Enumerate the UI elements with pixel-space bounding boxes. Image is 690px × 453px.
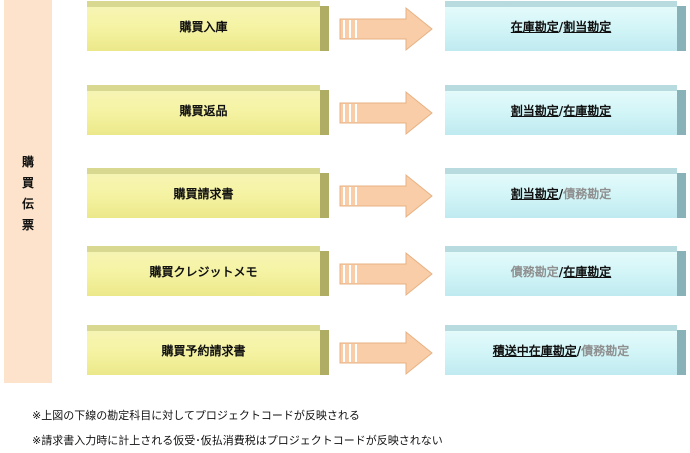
flow-row: 購買クレジットメモ 債務勘定/在庫勘定 [0, 246, 690, 308]
account-name: 在庫勘定 [510, 19, 559, 34]
flow-row: 購買請求書 割当勘定/債務勘定 [0, 168, 690, 230]
right-arrow-icon [339, 6, 433, 52]
document-type-label: 購買返品 [179, 103, 228, 118]
account-name: 在庫勘定 [563, 264, 612, 279]
side-label: 購 買 伝 票 [4, 152, 52, 236]
flow-row: 購買返品 割当勘定/在庫勘定 [0, 85, 690, 147]
side-label-char: 購 [21, 155, 34, 169]
account-pair-label: 債務勘定/在庫勘定 [511, 263, 611, 280]
right-arrow-icon [339, 173, 433, 219]
note-underline: ※上図の下線の勘定科目に対してプロジェクトコードが反映される [32, 409, 360, 422]
side-label-char: 伝 [21, 197, 34, 211]
account-pair-label: 積送中在庫勘定/債務勘定 [493, 342, 629, 359]
document-type-box: 購買クレジットメモ [87, 246, 320, 296]
account-pair-label: 割当勘定/債務勘定 [511, 185, 611, 202]
account-pair-box: 在庫勘定/割当勘定 [445, 1, 677, 51]
account-name: 割当勘定 [510, 186, 559, 201]
side-label-char: 票 [21, 218, 34, 232]
account-pair-box: 積送中在庫勘定/債務勘定 [445, 325, 677, 375]
account-pair-label: 在庫勘定/割当勘定 [511, 18, 611, 35]
account-pair-box: 割当勘定/債務勘定 [445, 168, 677, 218]
document-type-box: 購買入庫 [87, 1, 320, 51]
account-pair-box: 割当勘定/在庫勘定 [445, 85, 677, 135]
document-type-label: 購買クレジットメモ [149, 264, 258, 279]
document-type-label: 購買請求書 [173, 186, 234, 201]
separator: / [558, 19, 564, 34]
account-name: 積送中在庫勘定 [492, 343, 577, 358]
document-type-box: 購買予約請求書 [87, 325, 320, 375]
document-type-label: 購買入庫 [179, 19, 228, 34]
right-arrow-icon [339, 90, 433, 136]
account-pair-label: 割当勘定/在庫勘定 [511, 102, 611, 119]
document-type-label: 購買予約請求書 [161, 343, 246, 358]
side-label-char: 買 [21, 176, 34, 190]
document-type-box: 購買請求書 [87, 168, 320, 218]
note-tax: ※請求書入力時に計上される仮受･仮払消費税はプロジェクトコードが反映されない [32, 434, 443, 447]
account-pair-box: 債務勘定/在庫勘定 [445, 246, 677, 296]
flow-row: 購買入庫 在庫勘定/割当勘定 [0, 1, 690, 63]
account-name: 債務勘定 [563, 186, 612, 201]
right-arrow-icon [339, 330, 433, 376]
account-name: 在庫勘定 [563, 103, 612, 118]
separator: / [558, 103, 564, 118]
document-type-box: 購買返品 [87, 85, 320, 135]
side-panel: 購 買 伝 票 [4, 0, 52, 383]
account-name: 債務勘定 [581, 343, 630, 358]
separator: / [558, 264, 564, 279]
separator: / [576, 343, 582, 358]
flow-row: 購買予約請求書 積送中在庫勘定/債務勘定 [0, 325, 690, 387]
separator: / [558, 186, 564, 201]
account-name: 債務勘定 [510, 264, 559, 279]
account-name: 割当勘定 [563, 19, 612, 34]
account-name: 割当勘定 [510, 103, 559, 118]
right-arrow-icon [339, 251, 433, 297]
